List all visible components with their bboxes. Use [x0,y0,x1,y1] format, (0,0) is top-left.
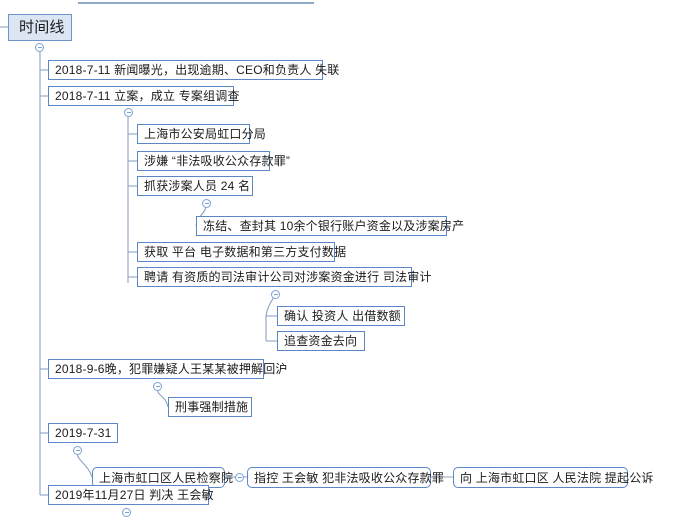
node-suspects-arrested[interactable]: 抓获涉案人员 24 名 [137,176,253,196]
node-label: 获取 平台 电子数据和第三方支付数据 [144,245,347,259]
node-judicial-audit[interactable]: 聘请 有资质的司法审计公司对涉案资金进行 司法审计 [137,267,431,287]
collapse-toggle-n2[interactable] [124,108,133,117]
node-label: 上海市公安局虹口分局 [144,127,267,141]
root-node-timeline[interactable]: 时间线 [8,14,72,41]
node-hongkou-police-branch[interactable]: 上海市公安局虹口分局 [137,124,266,144]
node-label: 涉嫌 “非法吸收公众存款罪” [144,154,291,168]
node-case-filed[interactable]: 2018-7-11 立案，成立 专案组调查 [48,86,239,106]
node-confirm-investor-amount[interactable]: 确认 投资人 出借数额 [277,306,405,326]
node-label: 2018-7-11 立案，成立 专案组调查 [55,89,240,103]
node-trace-funds[interactable]: 追查资金去向 [277,331,365,351]
node-suspect-escorted-back[interactable]: 2018-9-6晚，犯罪嫌疑人王某某被押解回沪 [48,359,287,379]
node-news-exposure[interactable]: 2018-7-11 新闻曝光，出现逾期、CEO和负责人 失联 [48,60,339,80]
node-accusation-wang-huimin[interactable]: 指控 王会敏 犯非法吸收公众存款罪 [247,467,444,488]
edge-n4-n4a [76,451,93,478]
node-label: 2019年11月27日 判决 王会敏 [55,488,214,502]
node-obtain-platform-data[interactable]: 获取 平台 电子数据和第三方支付数据 [137,242,346,262]
node-accounts-frozen[interactable]: 冻结、查封其 10余个银行账户资金以及涉案房产 [196,216,464,236]
collapse-toggle-n3[interactable] [153,382,162,391]
top-divider-rule [78,2,314,4]
node-label: 确认 投资人 出借数额 [284,309,401,323]
node-label: 2018-9-6晚，犯罪嫌疑人王某某被押解回沪 [55,362,288,376]
collapse-toggle-root[interactable] [35,43,44,52]
collapse-toggle-n4[interactable] [73,446,82,455]
node-illegal-deposit-charge[interactable]: 涉嫌 “非法吸收公众存款罪” [137,151,290,171]
node-public-prosecution-filed[interactable]: 向 上海市虹口区 人民法院 提起公诉 [453,467,653,488]
collapse-toggle-n2c[interactable] [202,199,211,208]
node-label: 向 上海市虹口区 人民法院 提起公诉 [460,470,654,485]
node-label: 2019-7-31 [55,426,112,440]
node-label: 冻结、查封其 10余个银行账户资金以及涉案房产 [203,219,465,233]
node-label: 聘请 有资质的司法审计公司对涉案资金进行 司法审计 [144,270,432,284]
node-criminal-coercive-measures[interactable]: 刑事强制措施 [168,397,252,417]
node-label: 指控 王会敏 犯非法吸收公众存款罪 [254,470,445,485]
node-date-2019-07-31[interactable]: 2019-7-31 [48,423,118,443]
collapse-toggle-n5[interactable] [122,508,131,517]
root-node-label: 时间线 [19,19,65,36]
node-label: 2018-7-11 新闻曝光，出现逾期、CEO和负责人 失联 [55,63,340,77]
node-label: 刑事强制措施 [175,400,249,414]
collapse-toggle-n4a[interactable] [235,473,244,482]
node-verdict-2019-11-27[interactable]: 2019年11月27日 判决 王会敏 [48,485,214,505]
node-hongkou-procuratorate[interactable]: 上海市虹口区人民检察院 [92,467,233,488]
node-label: 抓获涉案人员 24 名 [144,179,251,193]
node-label: 上海市虹口区人民检察院 [99,470,234,485]
node-label: 追查资金去向 [284,334,358,348]
collapse-toggle-n2e[interactable] [271,290,280,299]
